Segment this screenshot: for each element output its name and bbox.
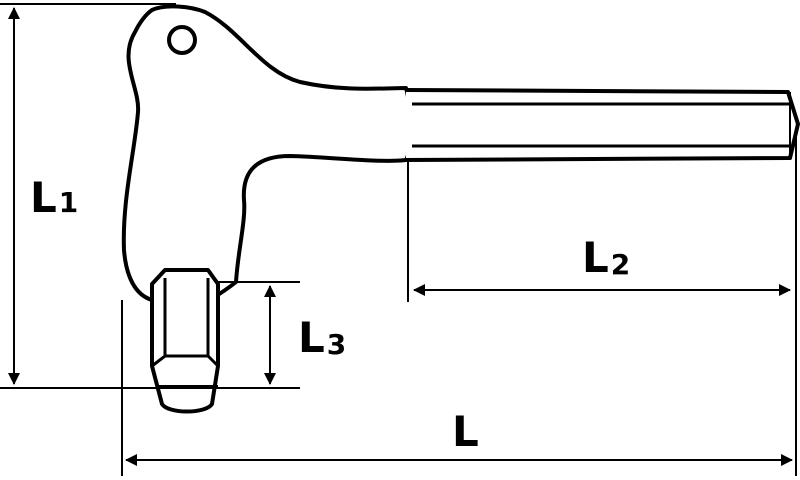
label-l: L: [452, 407, 479, 456]
long-hex-shaft: [405, 88, 800, 162]
label-l1: L1: [30, 173, 78, 222]
handle-body: [121, 4, 413, 302]
hanging-hole: [167, 25, 197, 55]
label-l3: L3: [298, 313, 346, 362]
hex-tip-chamfer: [151, 354, 220, 368]
short-hex-tip: [150, 268, 220, 414]
label-l2: L2: [582, 233, 630, 282]
